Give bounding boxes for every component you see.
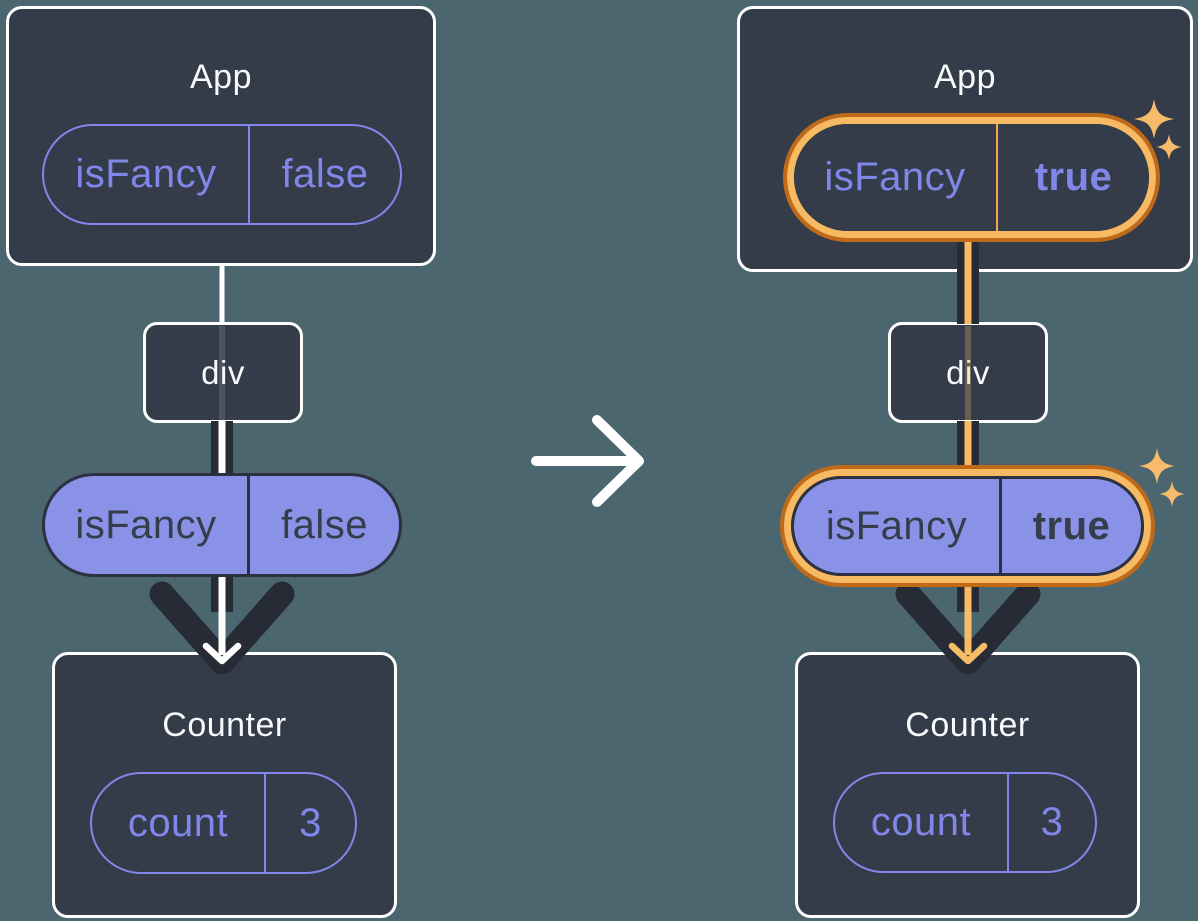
prop-name: isFancy (824, 155, 966, 199)
state-value: 3 (1007, 774, 1095, 871)
left-counter-state-pill: count 3 (90, 772, 357, 874)
state-name: count (870, 800, 972, 844)
sparkle-icon (1159, 481, 1185, 507)
left-div-component-box: div (143, 322, 303, 423)
state-name: count (127, 800, 229, 845)
highlight-ring-inner: isFancy true (784, 469, 1151, 583)
prop-value: true (999, 479, 1141, 573)
prop-value: true (996, 124, 1149, 231)
right-counter-component-box: Counter (795, 652, 1140, 918)
prop-value: false (248, 126, 400, 223)
right-div-component-box: div (888, 322, 1048, 423)
left-app-prop-pill: isFancy false (42, 124, 402, 225)
left-counter-title: Counter (162, 706, 287, 744)
right-passed-prop-pill: isFancy true (791, 476, 1144, 576)
left-passed-prop-pill: isFancy false (42, 473, 402, 577)
prop-name: isFancy (75, 502, 217, 547)
right-div-label: div (946, 353, 990, 391)
left-div-label: div (201, 353, 245, 391)
right-passed-prop-highlight-ring: isFancy true (780, 465, 1155, 587)
sparkle-icon (1139, 448, 1175, 484)
right-app-prop-highlight-ring: isFancy true (783, 113, 1160, 242)
transition-arrow-head (592, 415, 644, 507)
right-counter-state-pill: count 3 (833, 772, 1097, 873)
transition-arrow-icon (531, 415, 644, 507)
highlight-ring-inner: isFancy true (787, 117, 1156, 238)
state-value: 3 (264, 774, 355, 872)
prop-value: false (247, 476, 399, 574)
left-app-title: App (190, 58, 252, 96)
right-app-title: App (934, 58, 996, 96)
prop-name: isFancy (825, 503, 968, 548)
prop-name: isFancy (75, 152, 217, 196)
right-app-prop-pill: isFancy true (794, 124, 1149, 231)
right-counter-title: Counter (905, 706, 1030, 744)
